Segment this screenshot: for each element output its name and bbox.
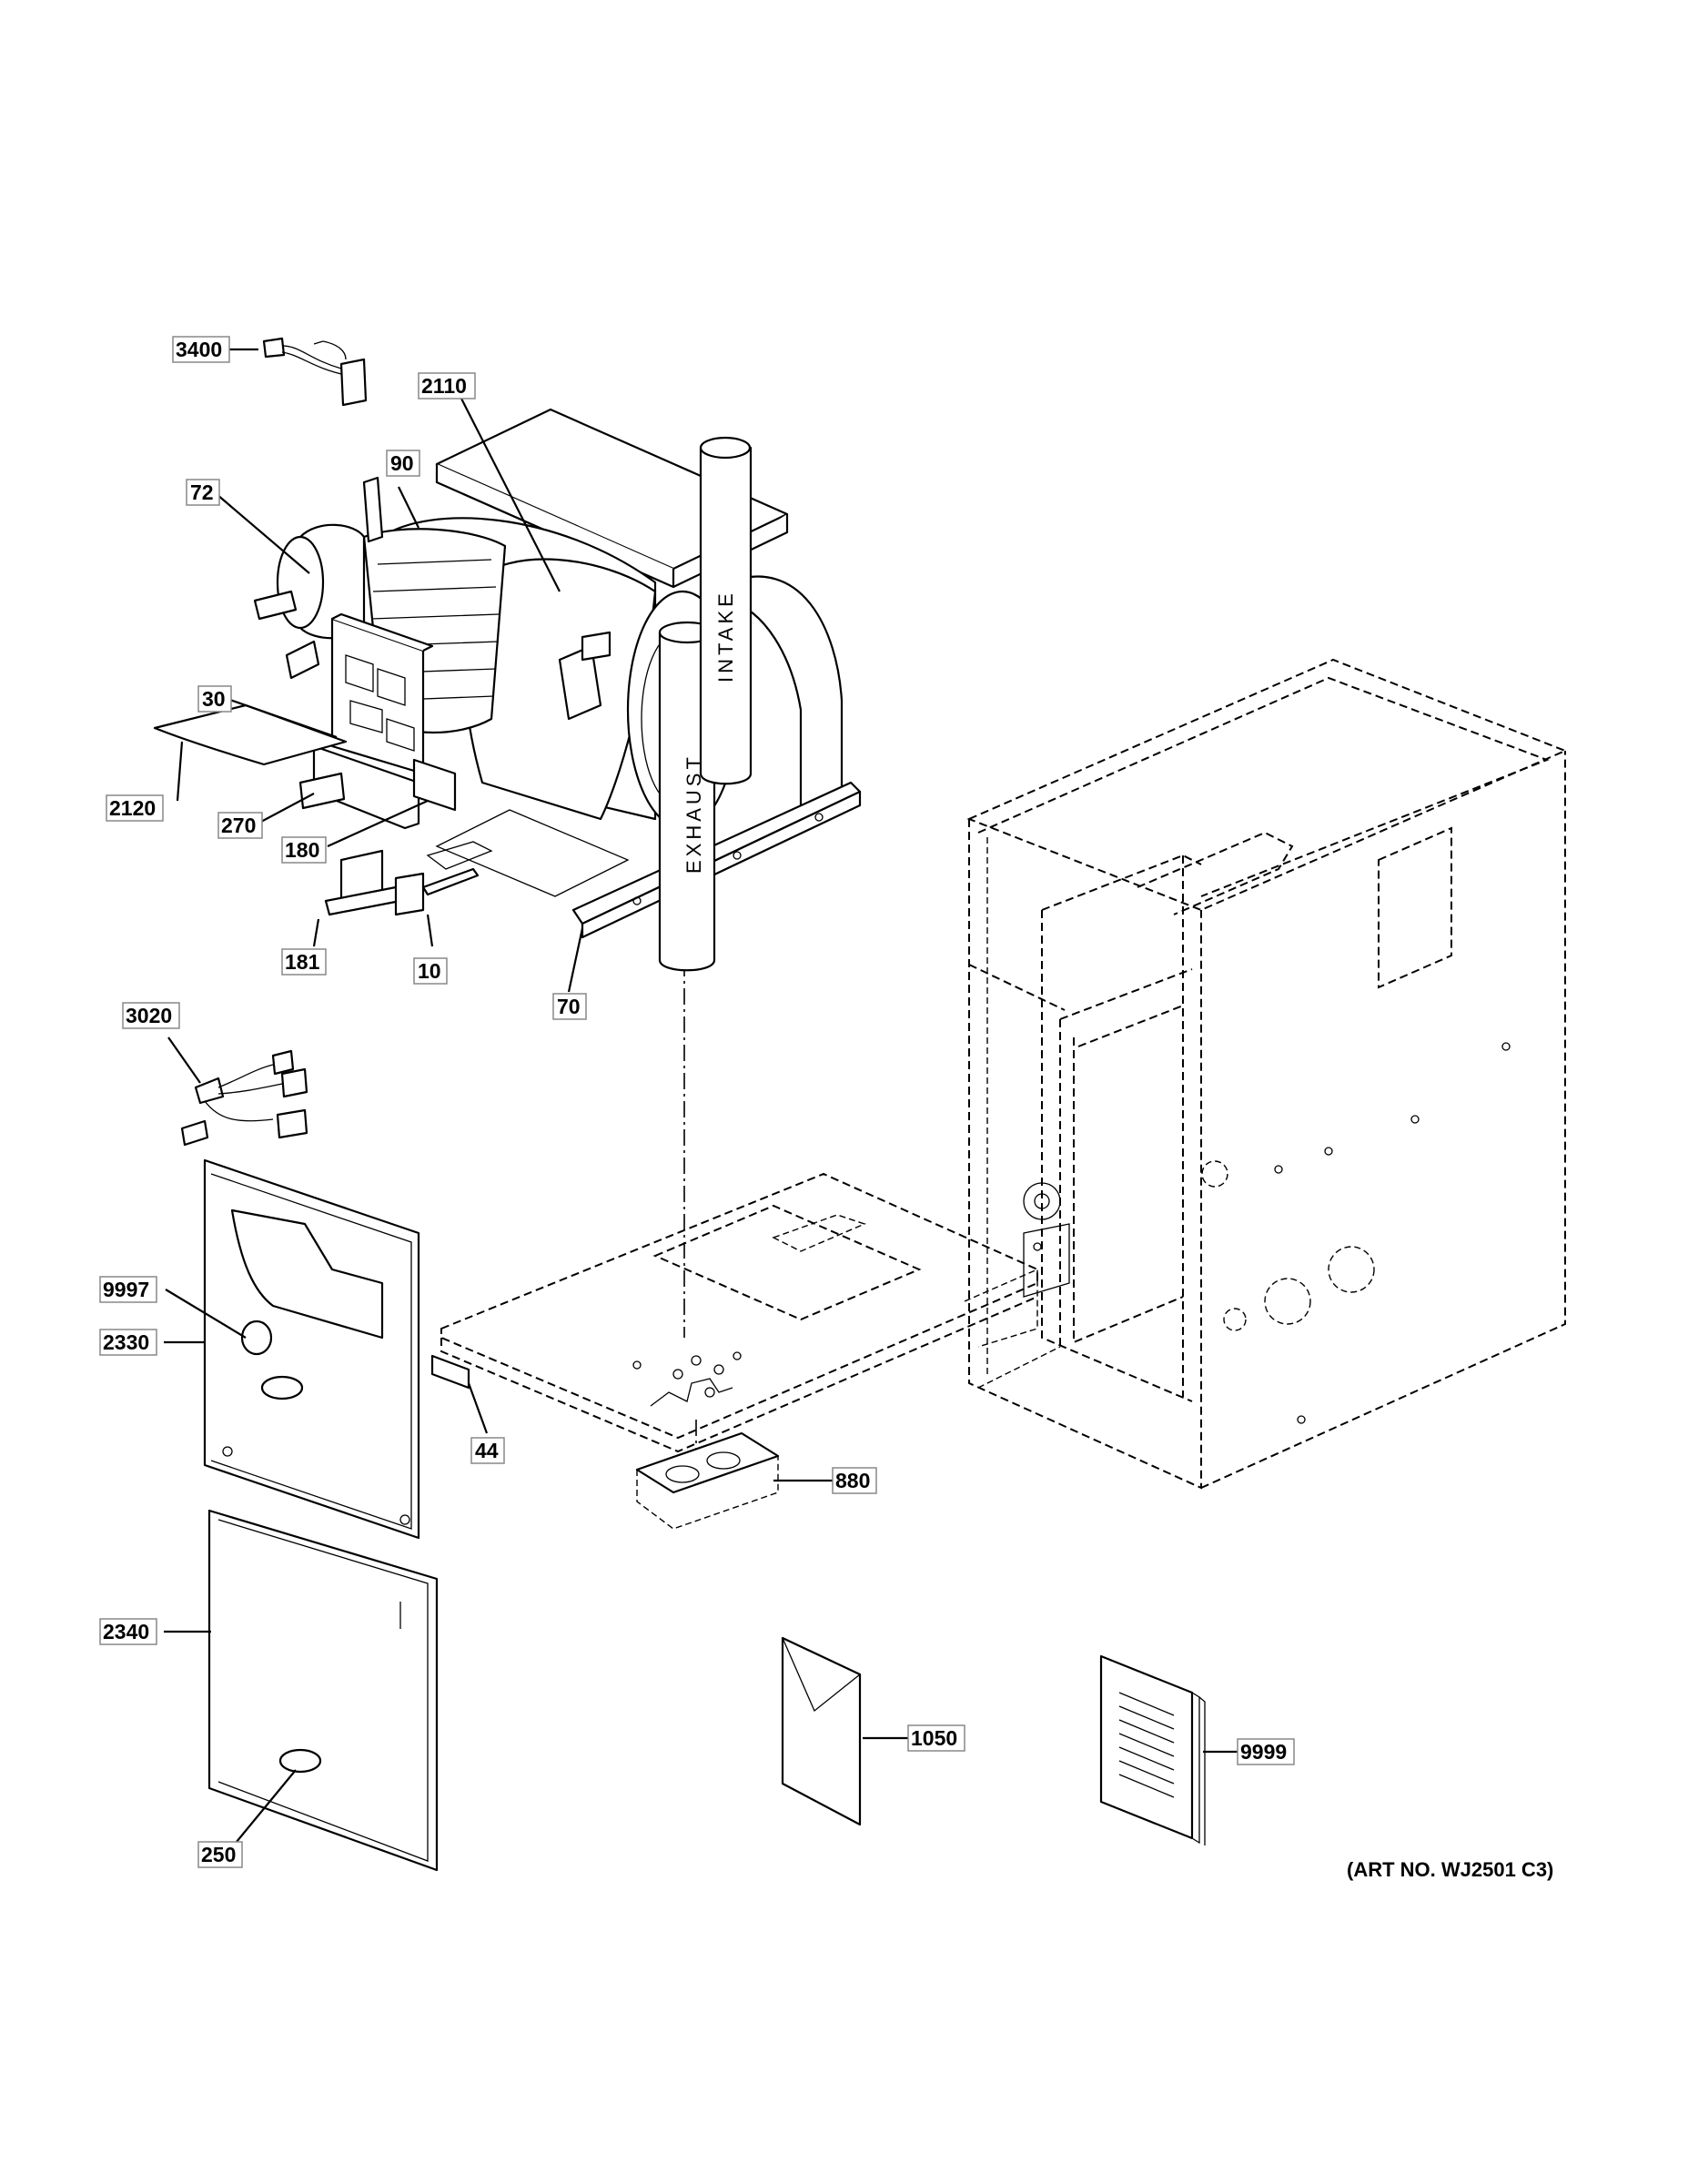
envelope: [781, 1636, 862, 1826]
callout-880[interactable]: 880: [832, 1467, 877, 1494]
upper-door: [203, 1158, 420, 1540]
callout-2330[interactable]: 2330: [99, 1329, 157, 1356]
callout-9997[interactable]: 9997: [99, 1276, 157, 1303]
transformer: [324, 849, 402, 916]
pressure-switch: [394, 867, 480, 916]
callout-3400[interactable]: 3400: [172, 336, 230, 363]
callout-181[interactable]: 181: [281, 948, 327, 976]
intake-pipe: INTAKE: [699, 436, 753, 785]
callout-44-text: 44: [475, 1439, 499, 1462]
callout-2340-text: 2340: [103, 1620, 149, 1643]
callout-181-text: 181: [285, 950, 320, 974]
callout-2330-text: 2330: [103, 1330, 149, 1354]
callout-9999-text: 9999: [1240, 1740, 1287, 1764]
intake-label: INTAKE: [714, 590, 737, 682]
callout-72[interactable]: 72: [186, 479, 220, 506]
callout-44[interactable]: 44: [470, 1437, 505, 1464]
part-44: [430, 1354, 470, 1390]
callout-880-text: 880: [835, 1469, 870, 1492]
callout-2120[interactable]: 2120: [106, 794, 164, 822]
lower-door: [207, 1509, 439, 1872]
callout-250-text: 250: [201, 1843, 236, 1866]
callout-70-text: 70: [557, 995, 581, 1018]
callout-90[interactable]: 90: [386, 450, 420, 477]
base-pan: [440, 1172, 1038, 1453]
callout-70[interactable]: 70: [552, 993, 587, 1020]
callout-90-text: 90: [390, 451, 414, 475]
callout-1050[interactable]: 1050: [907, 1724, 965, 1752]
callout-2120-text: 2120: [109, 796, 156, 820]
callout-270-text: 270: [221, 814, 256, 837]
callout-3020-text: 3020: [126, 1004, 172, 1027]
callout-3400-text: 3400: [176, 338, 222, 361]
bracket-270: [298, 772, 346, 810]
callout-2110[interactable]: 2110: [418, 372, 476, 399]
callout-72-text: 72: [190, 480, 214, 504]
gasket: [635, 1431, 780, 1530]
wire-harness-3020: [180, 1049, 308, 1147]
callout-3020[interactable]: 3020: [122, 1002, 180, 1029]
callout-180[interactable]: 180: [281, 836, 327, 864]
callout-270[interactable]: 270: [217, 812, 263, 839]
callout-10[interactable]: 10: [413, 957, 448, 985]
art-number: (ART NO. WJ2501 C3): [1347, 1858, 1553, 1881]
callout-10-text: 10: [418, 959, 441, 983]
callout-9997-text: 9997: [103, 1278, 149, 1301]
drip-shield: [153, 703, 348, 766]
callout-2340[interactable]: 2340: [99, 1618, 157, 1645]
wire-harness-3400: [262, 337, 368, 407]
callout-2110-text: 2110: [421, 374, 467, 398]
callout-30-text: 30: [202, 687, 226, 711]
callout-9999[interactable]: 9999: [1237, 1738, 1295, 1765]
callout-250[interactable]: 250: [197, 1841, 243, 1868]
callout-30[interactable]: 30: [197, 685, 232, 713]
leader-lines: [164, 348, 1238, 1848]
manual: [1099, 1654, 1206, 1845]
callout-180-text: 180: [285, 838, 319, 862]
callout-1050-text: 1050: [911, 1726, 957, 1750]
furnace-cabinet: [966, 658, 1568, 1490]
